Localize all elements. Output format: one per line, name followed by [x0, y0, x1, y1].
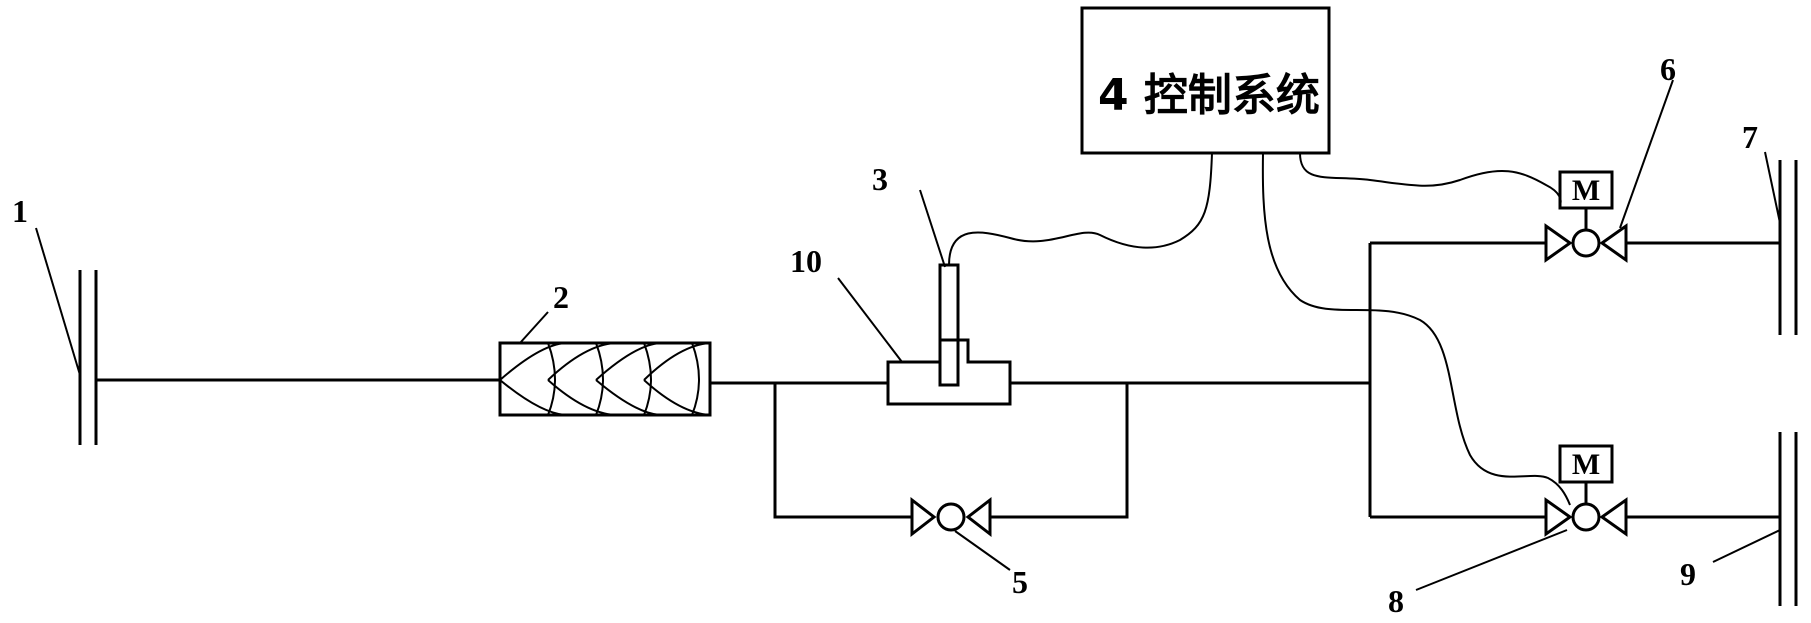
- lower-outlet-flange: [1778, 432, 1798, 606]
- filter-element: [498, 341, 712, 417]
- label-part-10: 10: [790, 243, 822, 279]
- upper-motor-label: M: [1572, 174, 1600, 207]
- label-part-6: 6: [1660, 51, 1676, 87]
- label-part-8: 8: [1388, 583, 1404, 619]
- label-part-3: 3: [872, 161, 888, 197]
- label-part-1: 1: [12, 193, 28, 229]
- signal-cables: [948, 152, 1571, 506]
- upper-outlet-flange: [1778, 160, 1798, 335]
- control-system-label: 4 控制系统: [1098, 70, 1320, 121]
- label-part-9: 9: [1680, 556, 1696, 592]
- bypass-line: [773, 383, 1129, 519]
- lower-motor-label: M: [1572, 448, 1600, 481]
- sensor-housing: [886, 338, 1012, 406]
- label-part-5: 5: [1012, 564, 1028, 600]
- label-part-7: 7: [1742, 119, 1758, 155]
- bypass-valve: [910, 496, 992, 538]
- leader-lines: [35, 79, 1781, 591]
- control-system-box: [1080, 6, 1331, 155]
- sensor-probe: [938, 263, 960, 387]
- inlet-flange: [78, 270, 98, 445]
- upper-motorized-valve: [1544, 170, 1628, 263]
- label-part-2: 2: [553, 279, 569, 315]
